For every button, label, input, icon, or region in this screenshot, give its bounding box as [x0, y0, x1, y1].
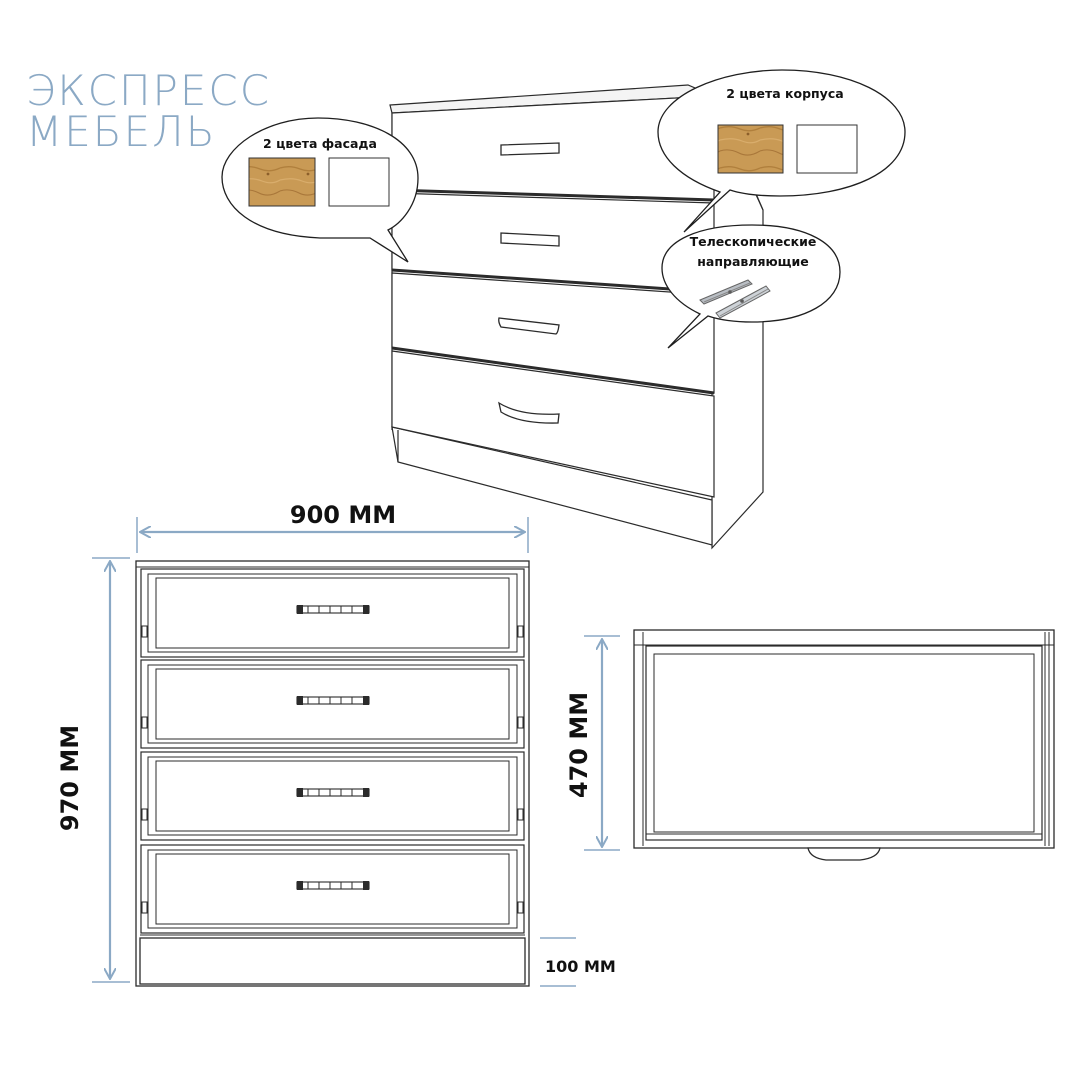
front-drawer-4 — [140, 844, 525, 934]
callout-slides-line2: направляющие — [697, 254, 808, 269]
telescopic-slide-icon — [699, 279, 771, 319]
brand-line-2: МЕБЕЛЬ — [26, 107, 217, 156]
callout-facade-text: 2 цвета фасада — [263, 136, 377, 151]
drawer-handle-3 — [296, 788, 370, 797]
perspective-handles — [498, 142, 560, 424]
dimension-drawer-height-label: 470 ММ — [565, 692, 593, 798]
drawer-handle-4 — [296, 881, 370, 890]
swatch-oak-body — [717, 124, 784, 174]
dimension-drawer-height: 470 ММ — [565, 635, 620, 851]
front-drawer-2 — [140, 659, 525, 749]
front-plinth — [139, 937, 526, 985]
drawer-section-view — [633, 629, 1055, 861]
perspective-chest — [389, 84, 764, 550]
dimension-plinth: 100 ММ — [540, 937, 616, 987]
front-drawers — [140, 568, 525, 934]
swatch-oak-facade — [248, 157, 316, 207]
callout-body-text: 2 цвета корпуса — [726, 86, 843, 101]
dimension-width: 900 ММ — [136, 501, 529, 553]
front-drawer-1 — [140, 568, 525, 658]
front-drawer-3 — [140, 751, 525, 841]
drawer-handle-2 — [296, 696, 370, 705]
brand-logo: ЭКСПРЕСС МЕБЕЛЬ — [26, 66, 272, 156]
dimension-height: 970 ММ — [56, 557, 130, 983]
callout-telescopic-slides: Телескопические направляющие — [661, 224, 841, 349]
callout-body-colors: 2 цвета корпуса — [657, 69, 906, 233]
swatch-white-body — [796, 124, 858, 174]
section-handle — [807, 847, 881, 861]
callout-facade-colors: 2 цвета фасада — [221, 117, 419, 263]
drawer-handle-1 — [296, 605, 370, 614]
callout-slides-line1: Телескопические — [690, 234, 817, 249]
swatch-white-facade — [328, 157, 390, 207]
dimension-width-label: 900 ММ — [290, 501, 396, 529]
dimension-plinth-label: 100 ММ — [545, 957, 616, 976]
dimension-height-label: 970 ММ — [56, 725, 84, 831]
brand-line-1: ЭКСПРЕСС — [26, 66, 272, 115]
drawer-front-4 — [391, 350, 715, 498]
